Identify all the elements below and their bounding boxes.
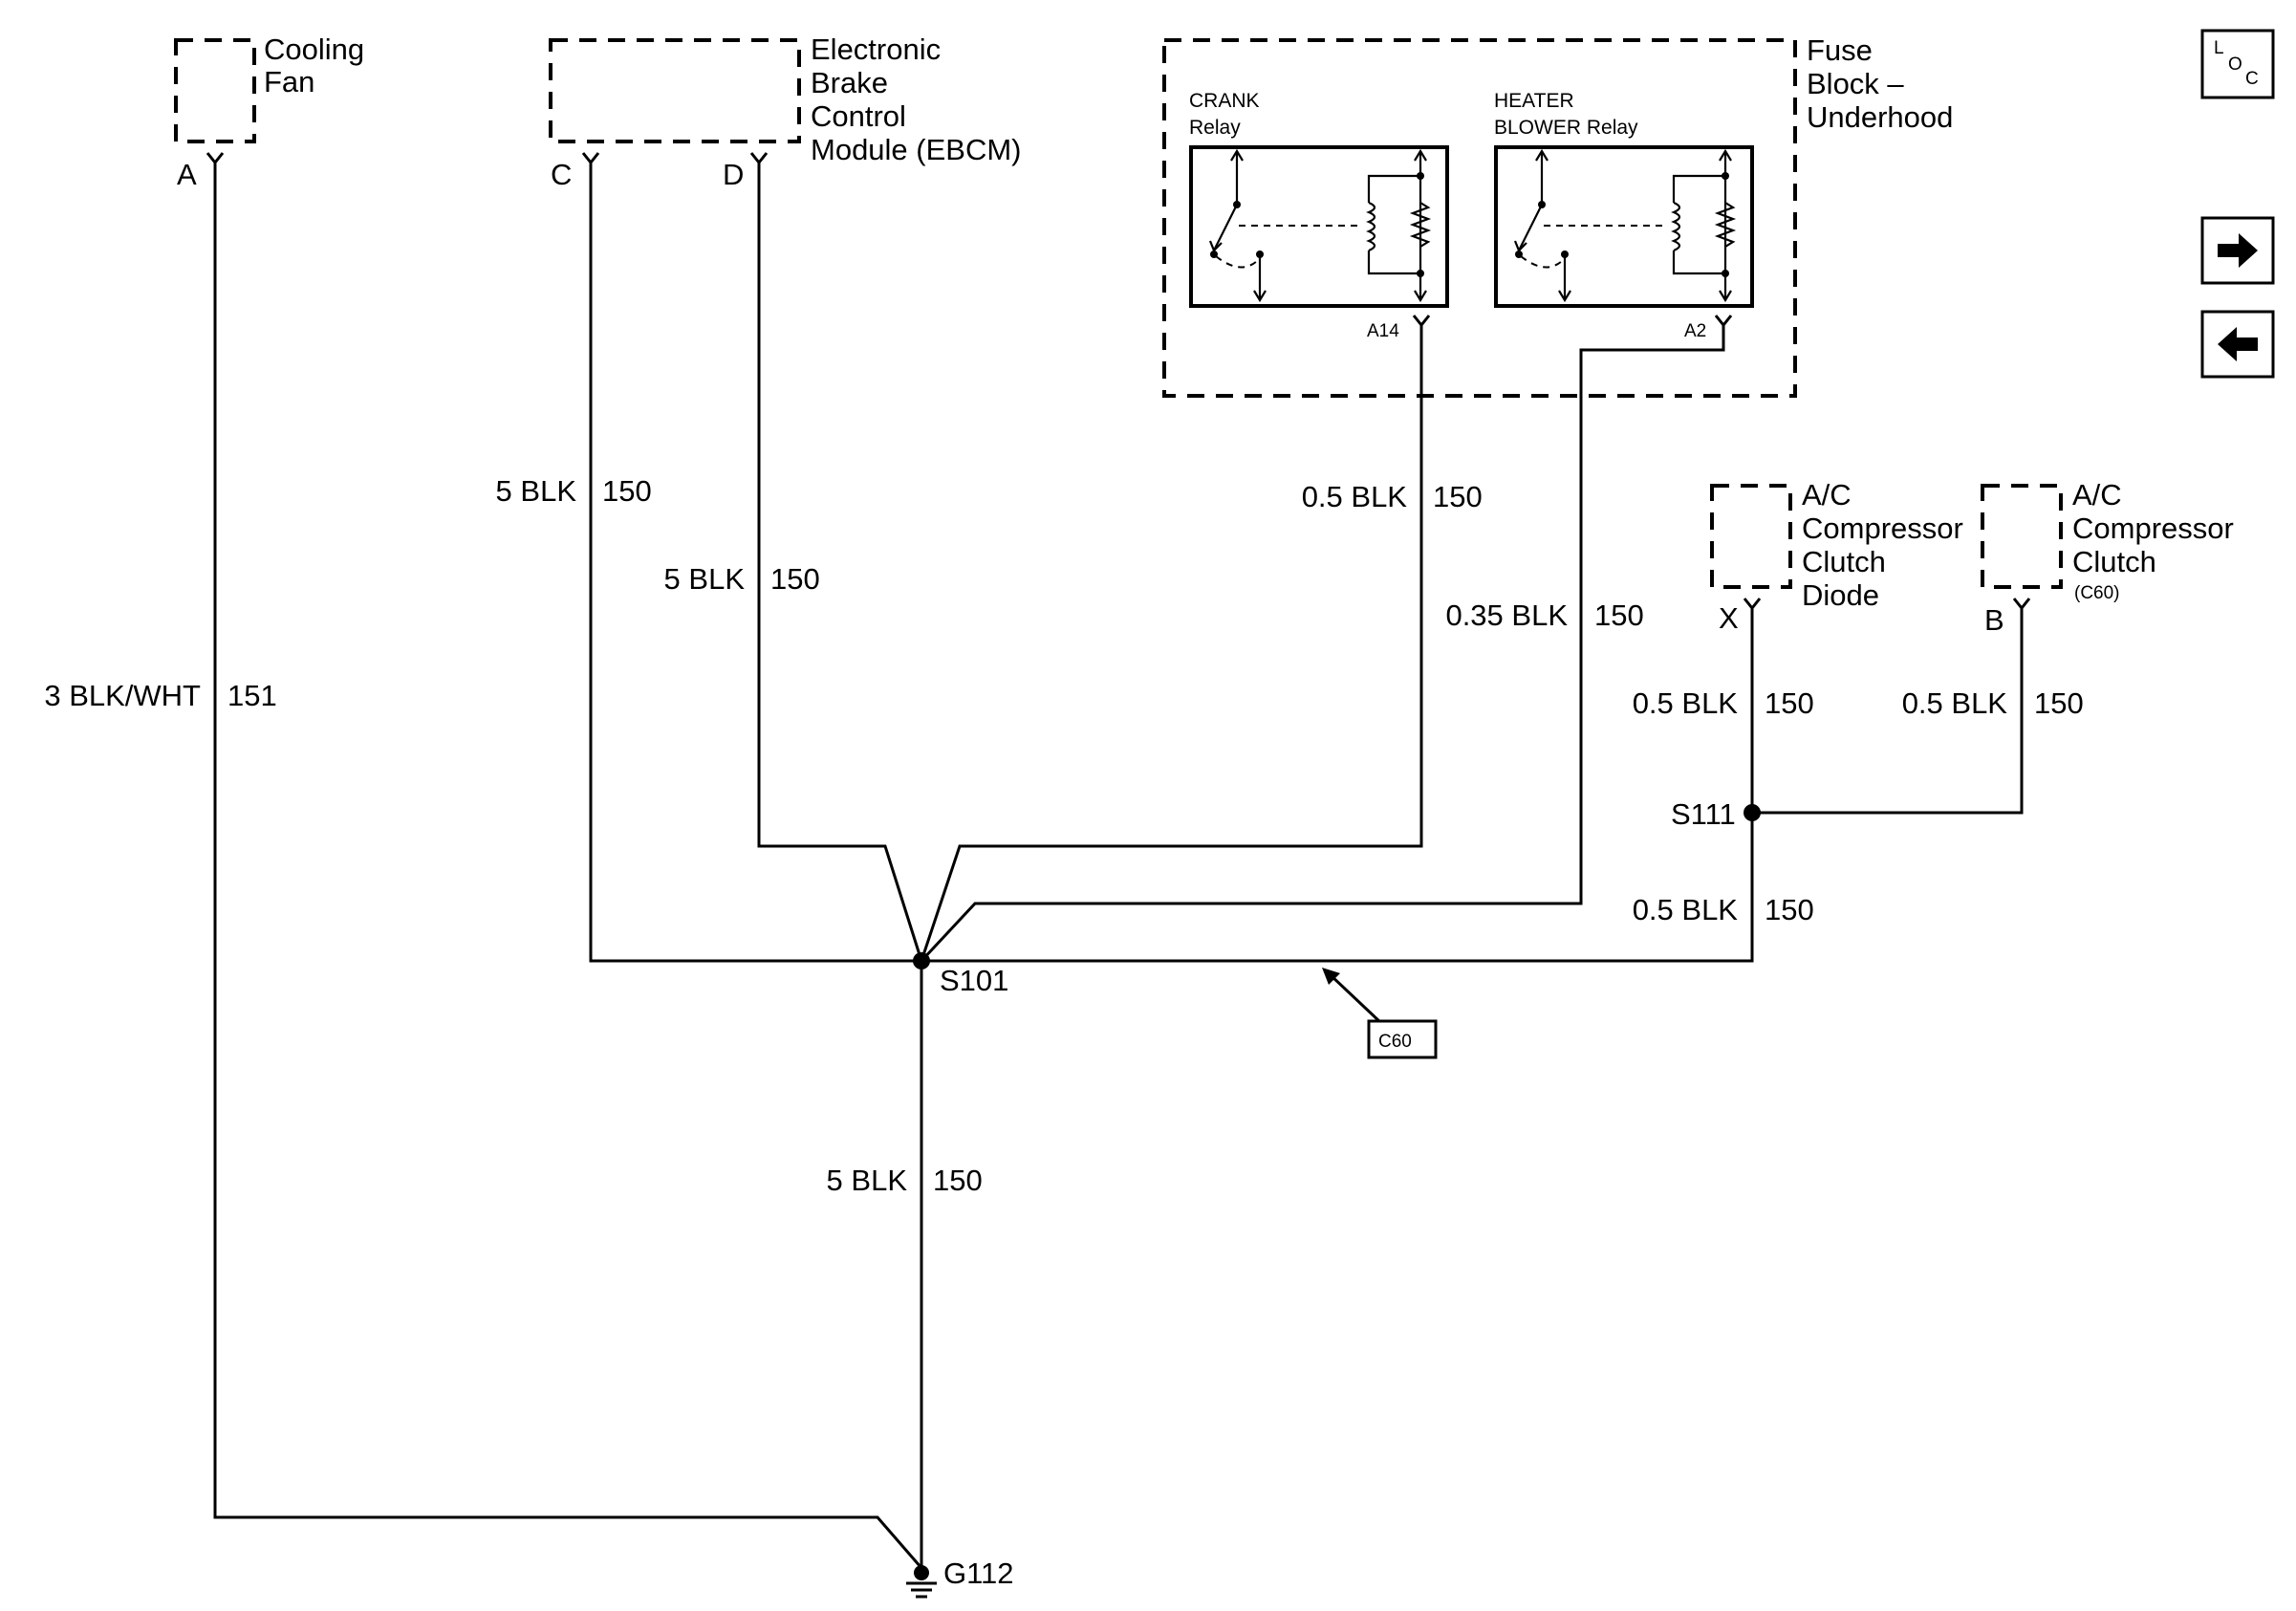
wire-ground-gauge: 5 BLK xyxy=(827,1164,908,1197)
wire-labels: 3 BLK/WHT 151 5 BLK 150 5 BLK 150 0.5 BL… xyxy=(44,474,2083,1197)
crank-relay-label-1: CRANK xyxy=(1189,90,1260,112)
blower-relay-label-2: BLOWER Relay xyxy=(1494,117,1638,139)
connector-pin-icon xyxy=(206,152,225,165)
clutch-connector-label: (C60) xyxy=(2074,583,2120,603)
connector-c60-callout: C60 xyxy=(1322,968,1438,1059)
clutch-label-2: Compressor xyxy=(2072,512,2234,545)
connector-pin-icon xyxy=(581,152,600,165)
connector-pin-icon xyxy=(1412,315,1431,328)
ground-icon xyxy=(906,1581,937,1599)
ebcm-component: Electronic Brake Control Module (EBCM) C… xyxy=(549,33,1022,191)
heater-blower-relay: HEATER BLOWER Relay xyxy=(1494,90,1754,341)
ac-compressor-clutch-component: A/C Compressor Clutch (C60) B xyxy=(1981,478,2234,637)
wire-ebcm-d xyxy=(757,163,923,962)
wire-blower xyxy=(920,325,1725,963)
ebcm-pin-c: C xyxy=(551,158,572,191)
clutch-pin: B xyxy=(1984,603,2004,637)
blower-relay-pin: A2 xyxy=(1684,321,1706,341)
wire-151-gauge: 3 BLK/WHT xyxy=(44,679,201,712)
connector-pin-icon xyxy=(1714,315,1733,328)
wire-ebcm-c-circuit: 150 xyxy=(602,474,652,508)
c60-label: C60 xyxy=(1378,1032,1412,1052)
loc-letter-o: O xyxy=(2228,54,2242,75)
wire-diode-gauge: 0.5 BLK xyxy=(1633,686,1739,720)
wire-blower-circuit: 150 xyxy=(1594,599,1644,632)
wire-s101-s111 xyxy=(921,813,1754,963)
splice-s101-label: S101 xyxy=(940,964,1008,997)
wire-blower-gauge: 0.35 BLK xyxy=(1445,599,1568,632)
ebcm-label-1: Electronic xyxy=(811,33,941,66)
wire-clutch-gauge: 0.5 BLK xyxy=(1902,686,2008,720)
callout-arrow-icon xyxy=(1322,968,1340,985)
loc-letter-l: L xyxy=(2214,38,2224,58)
cooling-fan-component: Cooling Fan A xyxy=(174,33,364,191)
relay-switch-icon xyxy=(1208,148,1357,303)
fuse-block-label-1: Fuse xyxy=(1807,33,1873,67)
ebcm-label-3: Control xyxy=(811,99,906,133)
ac-clutch-diode-component: A/C Compressor Clutch Diode X xyxy=(1710,478,1963,635)
wire-ebcm-c-gauge: 5 BLK xyxy=(496,474,577,508)
wire-s111-circuit: 150 xyxy=(1765,893,1814,926)
diode-pin: X xyxy=(1719,601,1739,635)
ground-g112: G112 xyxy=(906,1557,1014,1599)
wire-ebcm-d-gauge: 5 BLK xyxy=(664,562,746,596)
relay-coil-icon xyxy=(1366,148,1432,303)
clutch-label-1: A/C xyxy=(2072,478,2122,512)
splice-s101: S101 xyxy=(913,952,1008,997)
cooling-fan-pin: A xyxy=(177,158,197,191)
fuse-block-component: Fuse Block – Underhood CRANK Relay xyxy=(1162,33,1953,398)
wire-ebcm-d-circuit: 150 xyxy=(770,562,820,596)
wire-151-circuit: 151 xyxy=(227,679,277,712)
wire-crank-circuit: 150 xyxy=(1433,480,1483,513)
connector-pin-icon xyxy=(2012,598,2031,611)
fuse-block-label-3: Underhood xyxy=(1807,100,1953,134)
blower-relay-label-1: HEATER xyxy=(1494,90,1574,112)
wire-ebcm-c xyxy=(589,163,921,963)
wire-clutch-circuit: 150 xyxy=(2034,686,2084,720)
cooling-fan-label-1: Cooling xyxy=(264,33,364,66)
ground-label: G112 xyxy=(943,1557,1014,1590)
next-page-button[interactable] xyxy=(2200,216,2275,285)
wire-diode-circuit: 150 xyxy=(1765,686,1814,720)
ebcm-label-2: Brake xyxy=(811,66,888,99)
location-button[interactable]: L O C xyxy=(2200,29,2275,99)
diode-label-4: Diode xyxy=(1802,578,1879,612)
clutch-label-3: Clutch xyxy=(2072,545,2156,578)
connector-pin-icon xyxy=(749,152,769,165)
fuse-block-label-2: Block – xyxy=(1807,67,1904,100)
splice-dot-icon xyxy=(1744,804,1761,821)
left-arrow-icon xyxy=(2218,327,2258,361)
crank-relay-label-2: Relay xyxy=(1189,117,1241,139)
connector-pin-icon xyxy=(1743,598,1762,611)
wire-ground-circuit: 150 xyxy=(933,1164,983,1197)
right-arrow-icon xyxy=(2218,233,2258,268)
diode-label-3: Clutch xyxy=(1802,545,1886,578)
ebcm-label-4: Module (EBCM) xyxy=(811,133,1022,166)
splice-dot-icon xyxy=(913,952,930,969)
cooling-fan-label-2: Fan xyxy=(264,65,314,98)
wire-clutch xyxy=(1752,608,2024,815)
relay-coil-icon xyxy=(1671,148,1737,303)
diode-label-2: Compressor xyxy=(1802,512,1963,545)
splice-s111-label: S111 xyxy=(1671,797,1736,831)
crank-relay: CRANK Relay xyxy=(1189,90,1449,341)
wire-151 xyxy=(213,163,923,1569)
diode-label-1: A/C xyxy=(1802,478,1852,512)
previous-page-button[interactable] xyxy=(2200,310,2275,379)
splice-s111: S111 xyxy=(1671,797,1761,831)
wire-crank xyxy=(920,325,1423,962)
relay-switch-icon xyxy=(1513,148,1662,303)
crank-relay-pin: A14 xyxy=(1367,321,1399,341)
wiring xyxy=(213,163,2024,1569)
wire-crank-gauge: 0.5 BLK xyxy=(1302,480,1408,513)
loc-letter-c: C xyxy=(2245,69,2259,89)
wire-s111-gauge: 0.5 BLK xyxy=(1633,893,1739,926)
ebcm-pin-d: D xyxy=(723,158,744,191)
